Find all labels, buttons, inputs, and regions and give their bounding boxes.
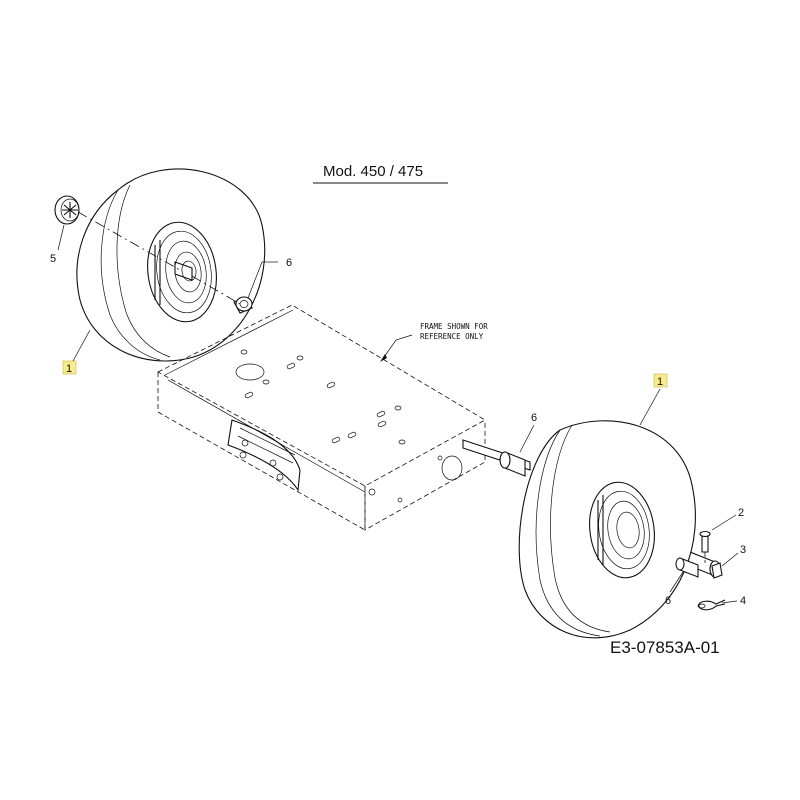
frame-note-leader bbox=[381, 334, 413, 361]
leader-4 bbox=[721, 600, 738, 604]
callout-2: 2 bbox=[738, 507, 744, 519]
leader-5 bbox=[57, 224, 65, 251]
model-title: Mod. 450 / 475 bbox=[323, 163, 423, 180]
washer[interactable] bbox=[711, 562, 723, 579]
bushing-axle[interactable] bbox=[499, 451, 526, 477]
drawing-code: E3-07853A-01 bbox=[610, 638, 720, 657]
leader-2 bbox=[711, 514, 737, 531]
frame bbox=[157, 304, 486, 531]
left-bushing-axis bbox=[191, 275, 241, 305]
callout-1-left: 1 bbox=[66, 363, 72, 375]
callout-highlight-right bbox=[653, 373, 668, 388]
callout-4: 4 bbox=[740, 595, 746, 607]
leader-6-axle bbox=[519, 424, 535, 453]
leader-1-left bbox=[72, 329, 91, 362]
leader-3 bbox=[721, 552, 739, 567]
hub-cap[interactable] bbox=[54, 195, 80, 225]
callout-highlight-left bbox=[62, 360, 77, 375]
leader-6-right bbox=[669, 571, 684, 593]
callout-3: 3 bbox=[740, 544, 746, 556]
cotter-pin[interactable] bbox=[697, 599, 726, 611]
frame-note-line1: FRAME SHOWN FOR bbox=[420, 322, 488, 331]
clevis-pin[interactable] bbox=[699, 530, 711, 564]
bushing-left[interactable] bbox=[233, 296, 253, 314]
right-wheel[interactable] bbox=[518, 420, 699, 639]
callout-6-axle: 6 bbox=[531, 412, 537, 424]
frame-note-arrowhead bbox=[380, 354, 387, 362]
leader-6-left bbox=[247, 261, 263, 299]
callout-5: 5 bbox=[50, 253, 56, 265]
frame-note-line2: REFERENCE ONLY bbox=[420, 332, 484, 341]
leader-1-right bbox=[639, 388, 661, 426]
callout-1-right: 1 bbox=[657, 376, 663, 388]
callout-6-left: 6 bbox=[286, 257, 292, 269]
callout-6-right: 6 bbox=[665, 595, 671, 607]
